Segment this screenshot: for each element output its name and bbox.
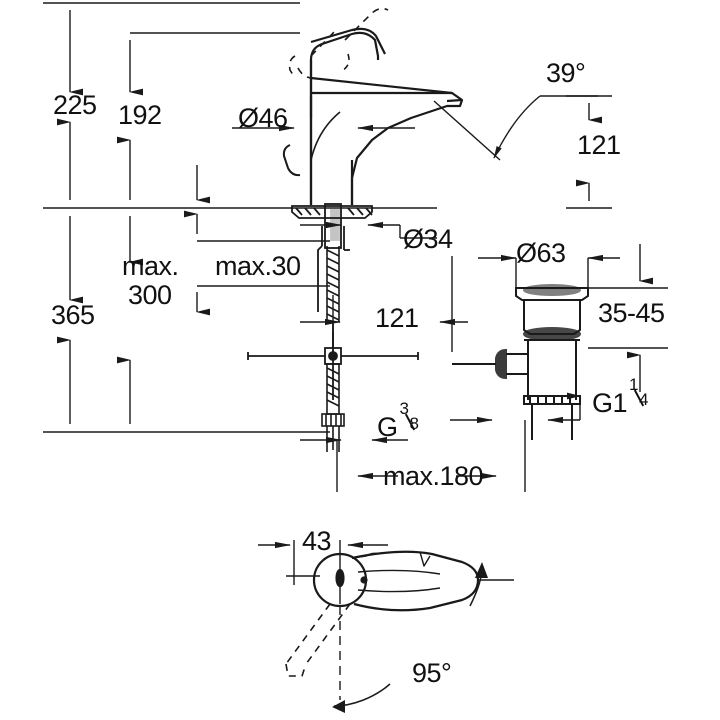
dimension-43-top xyxy=(258,540,388,604)
dim-shank-diameter: Ø34 xyxy=(403,224,453,254)
dimension-max30 xyxy=(184,165,330,316)
dimension-lines-left xyxy=(43,2,437,433)
front-elevation-mount xyxy=(291,203,373,312)
supply-thread-prefix: G xyxy=(377,412,398,442)
dim-max-hose-line2: 300 xyxy=(128,280,172,310)
dim-total-height: 225 xyxy=(53,90,97,120)
dimension-95deg-top xyxy=(332,562,488,713)
waste-thread-denominator: 4 xyxy=(639,390,648,409)
dim-swivel-angle: 39° xyxy=(546,58,586,88)
waste-thread-numerator: 1 xyxy=(629,375,638,394)
dimension-121-right xyxy=(566,95,612,209)
dim-spout-projection: 121 xyxy=(375,303,419,333)
dim-spout-height: 192 xyxy=(118,100,162,130)
dim-handle-diameter: Ø46 xyxy=(238,103,288,133)
supply-thread-numerator: 3 xyxy=(399,399,409,418)
popup-waste-assembly xyxy=(452,284,589,440)
supply-thread-denominator: 8 xyxy=(409,414,419,433)
shut-off-valve xyxy=(247,322,419,400)
dim-max-hose-line1: max. xyxy=(122,251,179,281)
dim-spout-height-right: 121 xyxy=(577,130,621,160)
dim-base-depth: 365 xyxy=(51,300,95,330)
dimension-d63 xyxy=(478,254,620,288)
supply-connector xyxy=(321,363,345,452)
front-elevation-spout xyxy=(310,76,464,205)
dim-basin-thickness: 35-45 xyxy=(598,298,665,328)
flexible-hose xyxy=(326,246,340,322)
dimension-g114 xyxy=(450,392,581,440)
dimension-35-45 xyxy=(588,244,668,392)
front-elevation-faucet xyxy=(288,7,389,205)
dim-max-supply-length: max.180 xyxy=(383,461,484,491)
dimension-max180 xyxy=(336,440,526,492)
dimension-d34 xyxy=(300,221,437,239)
dim-max-thickness: max.30 xyxy=(215,251,301,281)
dim-handle-width-top: 43 xyxy=(302,526,332,556)
dim-swivel-range-top: 95° xyxy=(412,658,452,688)
dim-flange-diameter: Ø63 xyxy=(516,238,566,268)
front-elevation-body xyxy=(282,96,354,205)
waste-thread-prefix: G1 xyxy=(592,388,628,418)
